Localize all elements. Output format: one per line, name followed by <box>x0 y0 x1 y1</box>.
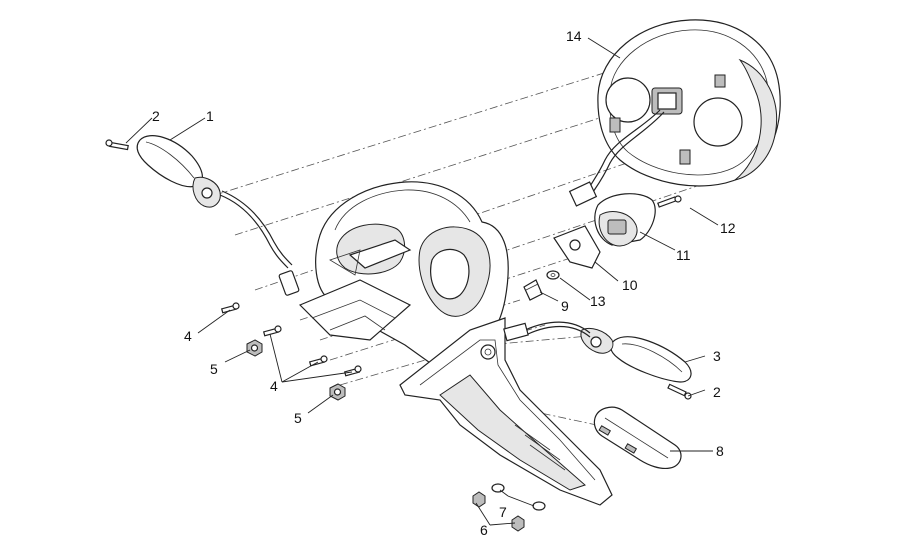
indicator-part-1 <box>136 135 300 296</box>
screws-part-4 <box>220 302 362 377</box>
callout-4: 4 <box>184 328 192 344</box>
callout-6: 6 <box>480 522 488 538</box>
callout-7: 7 <box>499 504 507 520</box>
indicator-part-3 <box>503 321 692 383</box>
callout-10: 10 <box>622 277 638 293</box>
bracket-part-10 <box>553 225 601 269</box>
callout-5: 5 <box>294 410 302 426</box>
washers-part-7 <box>491 483 546 511</box>
screw-part-12 <box>657 195 682 208</box>
callout-14: 14 <box>566 28 582 44</box>
callout-1: 1 <box>206 108 214 124</box>
callout-13: 13 <box>590 293 606 309</box>
callout-11: 11 <box>676 247 691 263</box>
housing-part-14 <box>568 19 781 207</box>
callout-2: 2 <box>713 384 721 400</box>
nuts-part-5 <box>246 339 346 401</box>
screw-part-2-left <box>105 139 129 151</box>
clip-part-9 <box>523 279 543 301</box>
leader-lines <box>125 37 719 526</box>
washer-part-13 <box>546 270 560 280</box>
callout-8: 8 <box>716 443 724 459</box>
callout-2: 2 <box>152 108 160 124</box>
plate-light-part-8 <box>593 406 682 470</box>
rear-fairing <box>298 181 509 375</box>
callout-4: 4 <box>270 378 278 394</box>
screw-part-2-right <box>667 383 692 400</box>
callout-9: 9 <box>561 298 569 314</box>
callout-5: 5 <box>210 361 218 377</box>
callout-3: 3 <box>713 348 721 364</box>
callout-12: 12 <box>720 220 736 236</box>
lamp-part-11 <box>594 193 656 247</box>
callout-labels: 1 2 2 3 4 4 5 5 6 7 8 9 10 11 12 13 14 <box>152 28 736 538</box>
